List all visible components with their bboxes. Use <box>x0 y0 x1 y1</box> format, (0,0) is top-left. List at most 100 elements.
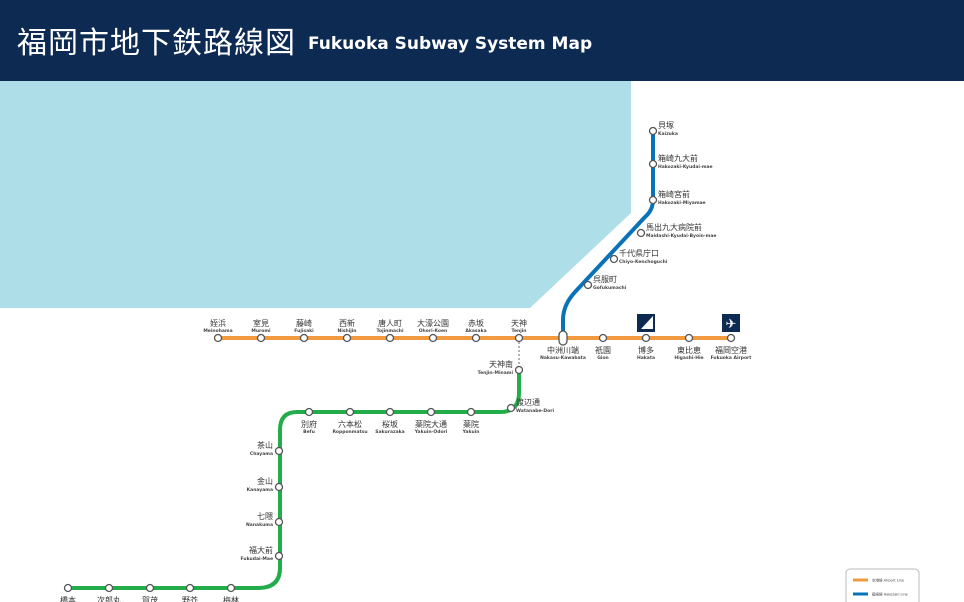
station-name-ja: 天神南 <box>489 359 513 369</box>
station-name-en: Tenjin-Minami <box>478 370 514 376</box>
station-marker[interactable] <box>274 482 284 492</box>
station-marker[interactable] <box>385 333 395 343</box>
station-name-en: Gion <box>597 355 609 361</box>
station-marker[interactable] <box>609 254 619 264</box>
station-name-en: Fukuoka Airport <box>711 355 753 361</box>
station-name-en: Nanakuma <box>246 522 273 528</box>
station-marker[interactable] <box>104 583 114 593</box>
station-hashimoto[interactable]: 橋本 <box>60 583 76 602</box>
station-marker[interactable] <box>256 333 266 343</box>
station-kamo[interactable]: 賀茂 <box>142 583 158 602</box>
station-marker[interactable] <box>684 333 694 343</box>
station-jironmaru[interactable]: 次郎丸 <box>97 583 121 602</box>
station-name-ja: 呉服町 <box>593 275 617 284</box>
station-name-en: Sakurazaka <box>375 429 404 435</box>
station-marker[interactable] <box>345 407 355 417</box>
station-marker[interactable] <box>506 403 516 413</box>
station-marker[interactable] <box>636 228 646 238</box>
station-marker[interactable] <box>274 446 284 456</box>
station-marker[interactable] <box>304 407 314 417</box>
station-name-ja: 箱崎宮前 <box>658 189 690 199</box>
station-name-ja: 福岡空港 <box>715 345 747 355</box>
station-name-ja: 野芥 <box>182 596 198 602</box>
station-marker[interactable] <box>185 583 195 593</box>
station-marker[interactable] <box>63 583 73 593</box>
station-marker[interactable] <box>428 333 438 343</box>
station-name-ja: 薬院大通 <box>415 419 447 429</box>
station-marker[interactable] <box>426 407 436 417</box>
station-marker[interactable] <box>226 583 236 593</box>
station-marker[interactable] <box>726 333 736 343</box>
station-marker[interactable] <box>385 407 395 417</box>
station-name-en: Kanayama <box>247 487 273 493</box>
station-name-en: Fujisaki <box>294 328 314 334</box>
station-noke[interactable]: 野芥 <box>182 583 198 602</box>
station-marker[interactable] <box>598 333 608 343</box>
station-name-en: Yakuin <box>462 429 480 435</box>
station-marker[interactable] <box>648 159 658 169</box>
hakozaki-line <box>561 131 655 338</box>
legend-label: 箱崎線 Hakozaki Line <box>872 592 908 597</box>
station-name-en: Ohori-Koen <box>419 328 448 334</box>
station-name-en: Chayama <box>250 451 273 457</box>
station-marker[interactable] <box>514 333 524 343</box>
station-name-ja: 唐人町 <box>378 318 402 328</box>
station-name-en: Higashi-Hie <box>674 355 703 361</box>
station-marker[interactable] <box>583 280 593 290</box>
station-marker[interactable] <box>648 195 658 205</box>
station-marker[interactable] <box>299 333 309 343</box>
station-marker[interactable] <box>641 333 651 343</box>
station-marker[interactable] <box>648 126 658 136</box>
station-umebayashi[interactable]: 梅林 <box>223 583 239 602</box>
map-title-english: Fukuoka Subway System Map <box>308 34 593 54</box>
legend-item-airport: 空港線 Airport Line <box>853 578 904 583</box>
station-marker[interactable] <box>471 333 481 343</box>
station-name-en: Watanabe-Dori <box>516 408 554 414</box>
station-marker[interactable] <box>558 330 568 346</box>
station-marker[interactable] <box>514 365 524 375</box>
station-name-ja: 千代県庁口 <box>619 248 659 258</box>
station-name-ja: 貝塚 <box>658 121 674 130</box>
station-name-ja: 中洲川端 <box>547 345 579 355</box>
station-name-ja: 天神 <box>511 318 527 328</box>
station-marker[interactable] <box>213 333 223 343</box>
station-marker[interactable] <box>274 517 284 527</box>
station-name-en: Muromi <box>251 328 271 334</box>
airplane-icon: ✈ <box>722 314 740 332</box>
station-marker[interactable] <box>342 333 352 343</box>
station-marker[interactable] <box>274 551 284 561</box>
legend-item-hakozaki: 箱崎線 Hakozaki Line <box>853 592 908 597</box>
station-marker[interactable] <box>466 407 476 417</box>
station-marker[interactable] <box>145 583 155 593</box>
